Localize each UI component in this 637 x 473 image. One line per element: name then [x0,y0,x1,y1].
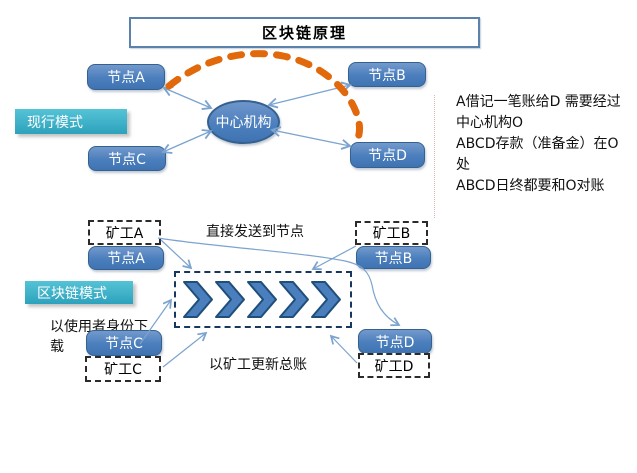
bottom-node-d-label: 节点D [375,334,415,351]
chevron-right-icon [183,281,213,318]
bottom-node-d: 节点D [358,329,432,354]
top-node-b-label: 节点B [368,67,406,84]
arrow-miner-c-chain [162,331,208,368]
miner-c-label: 矿工C [104,362,142,378]
note-line-3: ABCD日终都要和O对账 [456,178,605,194]
annotation-update: 以矿工更新总账 [209,357,307,373]
arrow-node-b-center [267,81,352,109]
chain-chevrons [183,281,341,318]
bottom-node-c-label: 节点C [105,336,143,352]
arrow-node-c-center [161,129,213,154]
miner-b-label: 矿工B [372,226,411,242]
note-line-1: A借记一笔账给D 需要经过中心机构O [456,94,621,131]
diagram-title-text: 区块链原理 [261,24,347,42]
chevron-right-icon [215,281,245,318]
top-node-c-label: 节点C [108,151,146,168]
miner-a-box: 矿工A [88,220,161,245]
miner-c-box: 矿工C [85,356,161,382]
mode-label-blockchain-text: 区块链模式 [37,285,107,302]
miner-b-box: 矿工B [355,221,428,245]
miner-d-label: 矿工D [374,358,414,375]
miner-a-label: 矿工A [105,225,144,242]
mode-label-current: 现行模式 [15,109,127,134]
bottom-node-b: 节点B [356,246,431,269]
chevron-right-icon [311,281,341,318]
arrow-miner-b-chain [311,245,357,271]
top-node-c: 节点C [88,146,166,171]
top-node-d-label: 节点D [368,148,407,164]
note-line-2: ABCD存款（准备金）在O处 [456,136,619,173]
top-node-b: 节点B [348,62,426,87]
diagram-title: 区块链原理 [129,17,480,48]
chevron-right-icon [279,281,309,318]
arrow-node-a-center [162,85,213,111]
bottom-node-a: 节点A [88,246,164,270]
central-institution-ellipse: 中心机构 [207,100,280,144]
top-node-d: 节点D [350,142,425,168]
notes-block: A借记一笔账给D 需要经过中心机构O ABCD存款（准备金）在O处 ABCD日终… [456,92,628,197]
bottom-node-b-label: 节点B [374,250,413,267]
top-node-a-label: 节点A [107,70,145,86]
miner-d-box: 矿工D [358,353,430,378]
mode-label-current-text: 现行模式 [27,114,83,131]
arrow-miner-a-chain [160,239,193,270]
mode-label-blockchain: 区块链模式 [25,281,133,304]
dotted-guide-line [434,95,435,218]
top-node-a: 节点A [87,64,165,90]
central-institution-label: 中心机构 [215,115,272,131]
blockchain-chain-box [174,271,352,328]
chevron-right-icon [247,281,277,318]
arrow-node-d-center [270,126,352,150]
bottom-node-c: 节点C [86,330,162,356]
bottom-node-a-label: 节点A [107,251,145,267]
annotation-send: 直接发送到节点 [206,224,304,240]
